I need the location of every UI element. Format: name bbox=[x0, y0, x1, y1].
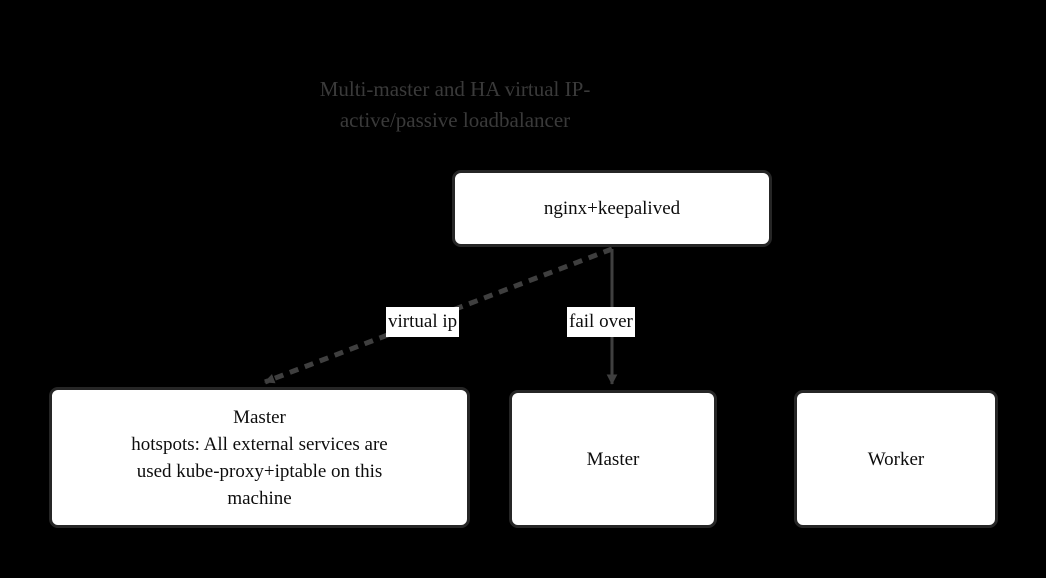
node-master-left[interactable]: Master hotspots: All external services a… bbox=[49, 387, 470, 528]
edge-label-virtual-ip: virtual ip bbox=[386, 307, 460, 337]
node-loadbalancer[interactable]: nginx+keepalived bbox=[452, 170, 772, 247]
node-worker[interactable]: Worker bbox=[794, 390, 998, 528]
diagram-title: Multi-master and HA virtual IP- active/p… bbox=[319, 77, 591, 132]
edge-label-fail-over: fail over bbox=[567, 307, 635, 337]
node-master-mid[interactable]: Master bbox=[509, 390, 717, 528]
